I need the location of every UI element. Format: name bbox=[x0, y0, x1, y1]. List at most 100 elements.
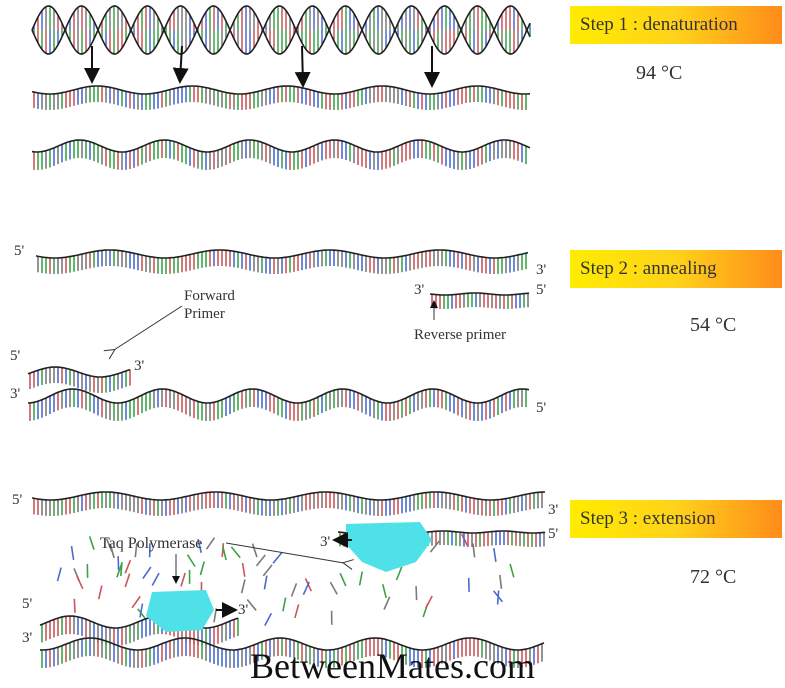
forward-primer-label: Primer bbox=[184, 306, 225, 322]
step-3-label: Step 3 : extension bbox=[570, 500, 782, 538]
taq-polymerase-label: Taq Polymerase bbox=[100, 535, 202, 552]
strand-backbone bbox=[39, 615, 239, 629]
free-nucleotide bbox=[246, 599, 257, 611]
free-nucleotide bbox=[262, 564, 273, 577]
three-prime-label: 3' bbox=[414, 282, 425, 298]
three-prime-label: 3' bbox=[536, 262, 547, 278]
free-nucleotide bbox=[272, 551, 283, 564]
free-nucleotide bbox=[240, 579, 246, 594]
step-2-temp: 54 °C bbox=[690, 314, 737, 336]
three-prime-label: 3' bbox=[238, 602, 249, 618]
free-nucleotide bbox=[124, 559, 132, 574]
free-nucleotide bbox=[105, 538, 113, 552]
strand-backbone bbox=[31, 85, 531, 95]
reverse-primer-label: Reverse primer bbox=[414, 327, 506, 343]
three-prime-label: 3' bbox=[22, 630, 33, 646]
free-nucleotide bbox=[395, 566, 403, 581]
free-nucleotide bbox=[282, 597, 287, 612]
section-extension: 5' 3' 3' 5' Taq Polymerase 5' 3' 3' bbox=[12, 491, 559, 668]
forward-primer-label: Forward bbox=[184, 288, 235, 304]
free-nucleotide bbox=[493, 547, 497, 563]
forward-primer-strand bbox=[27, 366, 131, 393]
five-prime-label: 5' bbox=[12, 492, 23, 508]
step-1-temp: 94 °C bbox=[636, 62, 683, 84]
five-prime-label: 5' bbox=[548, 526, 559, 542]
forward-extension-strand bbox=[39, 615, 239, 646]
strand-backbone bbox=[27, 388, 530, 404]
template-strand-top bbox=[31, 491, 546, 516]
step-1-label: Step 1 : denaturation bbox=[570, 6, 782, 44]
polymerase-blob bbox=[346, 522, 432, 572]
free-nucleotide bbox=[76, 575, 84, 590]
free-nucleotide bbox=[124, 573, 131, 588]
free-nucleotide bbox=[415, 586, 418, 601]
free-nucleotide bbox=[264, 612, 273, 626]
five-prime-label: 5' bbox=[22, 596, 33, 612]
free-nucleotide bbox=[213, 608, 218, 623]
free-nucleotide bbox=[134, 543, 138, 558]
free-nucleotide bbox=[142, 566, 152, 579]
free-nucleotide bbox=[358, 571, 364, 586]
five-prime-label: 5' bbox=[536, 400, 547, 416]
five-prime-label: 5' bbox=[536, 282, 547, 298]
watermark: BetweenMates.com bbox=[250, 646, 535, 686]
free-nucleotide bbox=[241, 562, 246, 577]
free-nucleotide bbox=[230, 546, 241, 559]
free-nucleotide bbox=[460, 533, 469, 547]
denature-arrow bbox=[172, 45, 189, 84]
reverse-primer-strand bbox=[429, 292, 530, 309]
free-nucleotide bbox=[137, 608, 147, 621]
free-nucleotide bbox=[186, 554, 196, 567]
three-prime-label: 3' bbox=[10, 386, 21, 402]
free-nucleotide bbox=[382, 584, 387, 599]
free-nucleotide bbox=[199, 561, 205, 576]
five-prime-label: 5' bbox=[14, 243, 25, 259]
free-nucleotide bbox=[151, 572, 160, 586]
free-nucleotide bbox=[131, 595, 141, 609]
free-nucleotide bbox=[73, 598, 76, 613]
free-nucleotide bbox=[56, 567, 62, 582]
strand-backbone bbox=[31, 491, 546, 501]
free-nucleotide bbox=[88, 536, 95, 550]
free-nucleotide bbox=[302, 581, 310, 596]
free-nucleotides bbox=[56, 533, 515, 626]
step-2-label: Step 2 : annealing bbox=[570, 250, 782, 288]
taq-pointer bbox=[225, 542, 344, 563]
free-nucleotide bbox=[509, 563, 515, 578]
denature-arrow bbox=[294, 45, 311, 88]
helix-backbone bbox=[31, 5, 531, 55]
strand-backbone bbox=[429, 292, 530, 296]
free-nucleotide bbox=[70, 545, 75, 561]
polymerase-blob bbox=[146, 590, 214, 632]
free-nucleotide bbox=[339, 572, 347, 587]
free-nucleotide bbox=[255, 554, 266, 567]
free-nucleotide bbox=[197, 538, 203, 553]
section-annealing: 5' 3' 3' 5' Reverse primer Forward Prime… bbox=[10, 243, 547, 421]
strand-backbone bbox=[35, 249, 529, 259]
helix-backbone bbox=[31, 5, 531, 55]
single-strand-top bbox=[31, 85, 531, 110]
free-nucleotide bbox=[429, 540, 440, 553]
five-prime-label: 5' bbox=[10, 348, 21, 364]
template-strand-bottom bbox=[27, 388, 530, 421]
free-nucleotide bbox=[251, 543, 258, 558]
strand-backbone bbox=[31, 139, 531, 153]
free-nucleotide bbox=[424, 595, 433, 609]
free-nucleotide bbox=[492, 590, 504, 603]
three-prime-label: 3' bbox=[548, 502, 559, 518]
free-nucleotide bbox=[329, 581, 338, 595]
free-nucleotide bbox=[294, 604, 300, 619]
strand-backbone bbox=[39, 637, 545, 651]
free-nucleotide bbox=[116, 563, 123, 578]
free-nucleotide bbox=[139, 603, 144, 618]
three-prime-label: 3' bbox=[320, 534, 331, 550]
template-strand-top bbox=[35, 249, 529, 274]
section-denaturation bbox=[31, 5, 531, 170]
free-nucleotide bbox=[221, 543, 225, 558]
template-strand-bottom bbox=[39, 637, 545, 668]
free-nucleotide bbox=[499, 574, 503, 589]
double-helix bbox=[31, 5, 531, 55]
free-nucleotide bbox=[290, 583, 298, 597]
three-prime-label: 3' bbox=[134, 358, 145, 374]
